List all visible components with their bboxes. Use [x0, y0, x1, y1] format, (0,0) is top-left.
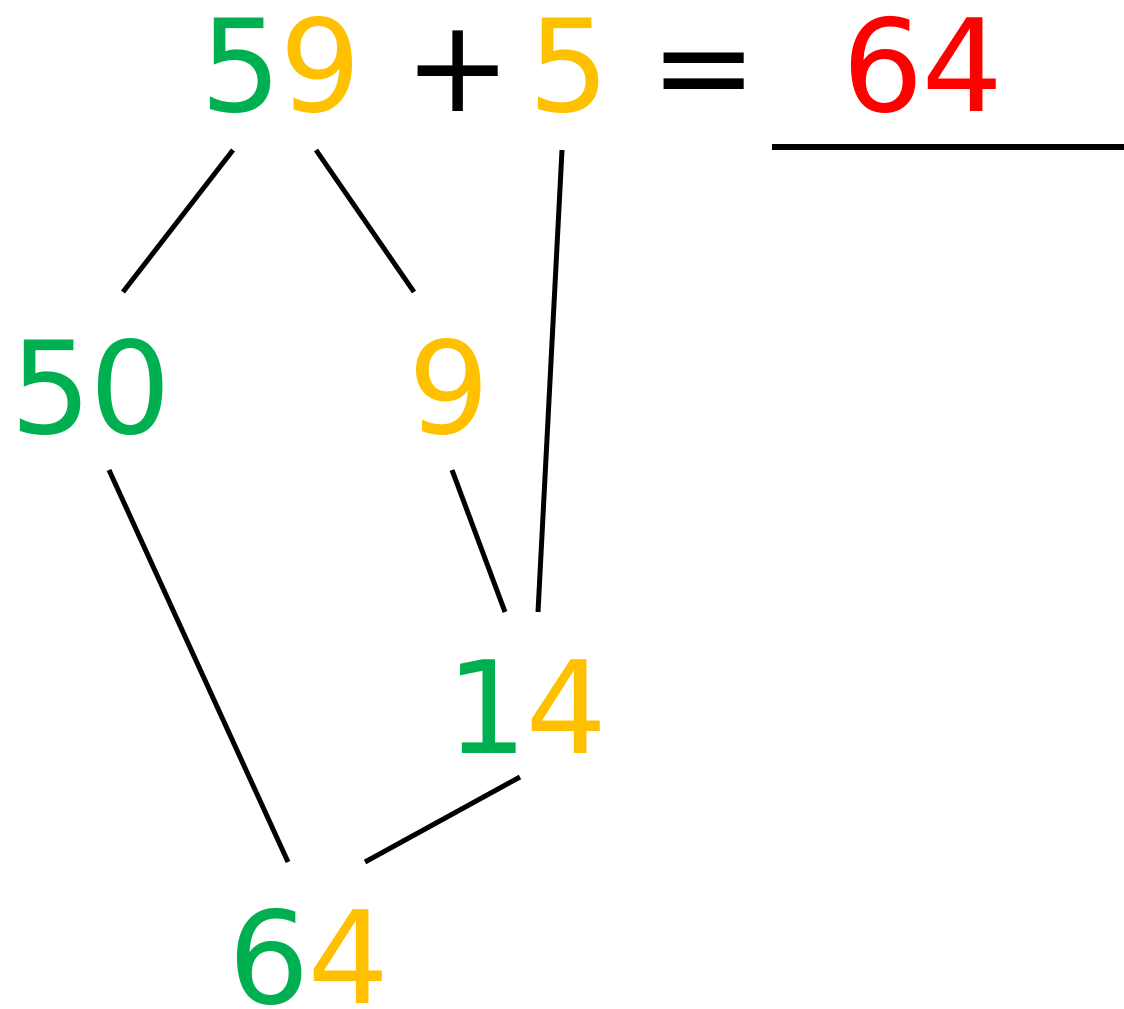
- first-addend-tens-digit: 5: [200, 0, 281, 142]
- line-5-to-14: [535, 149, 565, 613]
- line-9-to-14: [449, 469, 508, 613]
- line-59-to-50: [121, 148, 235, 294]
- partial-sum-ones-digit: 4: [525, 635, 606, 784]
- total-tens-digit: 6: [228, 885, 309, 1009]
- equation-first-addend: 59: [200, 4, 361, 132]
- equals-sign: =: [650, 0, 757, 142]
- answer-underline: [772, 144, 1124, 150]
- split-ones-value: 9: [408, 315, 489, 464]
- split-tens-value: 50: [10, 315, 171, 464]
- total-ones-digit: 4: [307, 885, 388, 1009]
- partial-sum-tens-digit: 1: [446, 635, 527, 784]
- line-59-to-9: [313, 148, 417, 294]
- line-14-to-64: [363, 774, 522, 865]
- line-50-to-64: [106, 468, 291, 864]
- partial-sum: 14: [446, 646, 607, 774]
- total-sum: 64: [228, 896, 389, 1009]
- answer-value: 64: [842, 0, 1003, 142]
- first-addend-ones-digit: 9: [279, 0, 360, 142]
- second-addend: 5: [528, 0, 609, 142]
- plus-sign: +: [404, 0, 511, 142]
